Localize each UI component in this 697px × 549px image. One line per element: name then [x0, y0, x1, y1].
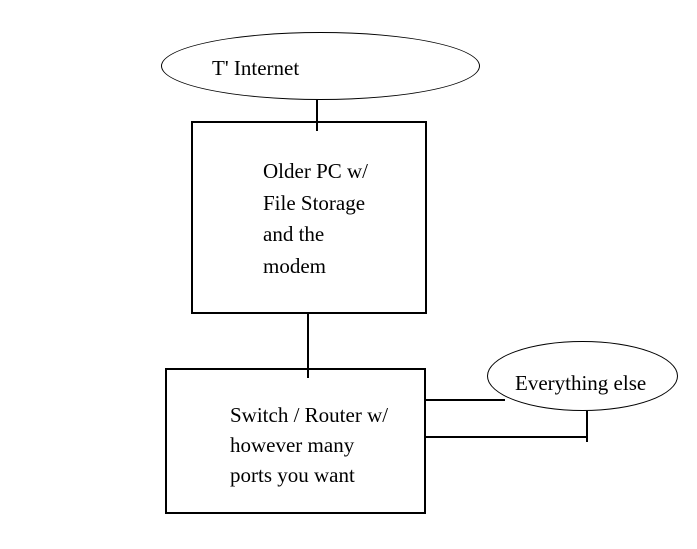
node-older-pc-label-line: and the	[263, 222, 325, 246]
node-older-pc-label-line: Older PC w/	[263, 159, 368, 183]
edge-switch-router-everything-else-upper	[426, 399, 505, 401]
node-switch-router-label-line: Switch / Router w/	[230, 403, 389, 427]
edge-switch-router-everything-else-lower	[426, 436, 588, 438]
node-older-pc	[191, 121, 427, 314]
node-internet-label: T' Internet	[212, 56, 300, 80]
edge-internet-older-pc	[316, 100, 318, 131]
node-older-pc-label: Older PC w/ File Storage and the modem	[263, 156, 368, 282]
node-older-pc-label-line: modem	[263, 253, 326, 278]
node-internet	[161, 32, 480, 100]
node-everything-else	[487, 341, 678, 411]
node-switch-router	[165, 368, 426, 514]
node-switch-router-label-line: however many	[230, 433, 355, 457]
node-older-pc-label-line: File Storage	[263, 190, 366, 215]
node-switch-router-label: Switch / Router w/ however many ports yo…	[230, 400, 388, 490]
node-everything-else-label: Everything else	[515, 371, 647, 395]
edge-older-pc-switch-router	[307, 314, 309, 378]
node-switch-router-label-line: ports you want	[230, 463, 355, 487]
edge-everything-else-riser	[586, 411, 588, 442]
